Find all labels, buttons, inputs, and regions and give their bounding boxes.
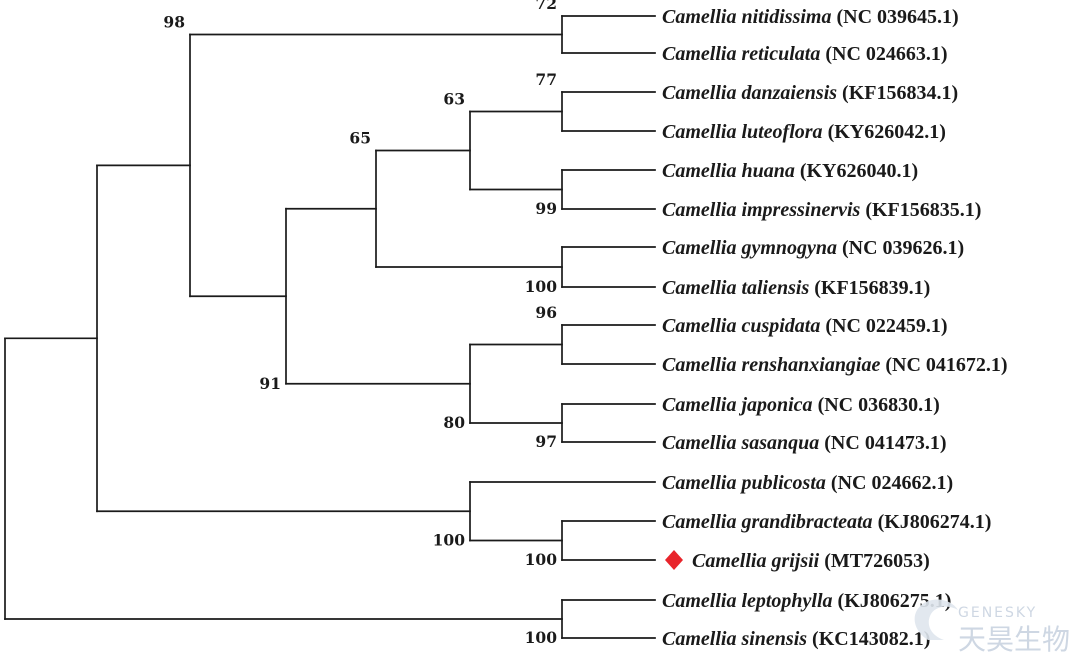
accession-number: (NC 039626.1) <box>837 237 964 259</box>
species-name: Camellia gymnogyna <box>662 237 837 259</box>
bootstrap-upper-clade: 98 <box>163 13 185 32</box>
bootstrap-publicosta-grijsii-group: 100 <box>433 531 466 550</box>
taxon-label: Camellia huana (KY626040.1) <box>662 160 918 182</box>
accession-number: (KY626040.1) <box>795 160 918 182</box>
bootstrap-leptophylla-sinensis: 100 <box>525 628 558 647</box>
tree-branches <box>4 15 656 639</box>
bootstrap-inner-clade: 91 <box>259 374 281 393</box>
taxon-label: Camellia gymnogyna (NC 039626.1) <box>662 237 964 259</box>
accession-number: (NC 041473.1) <box>819 432 946 454</box>
taxon-label: Camellia reticulata (NC 024663.1) <box>662 43 948 65</box>
taxon-label: Camellia leptophylla (KJ806275.1) <box>662 590 951 612</box>
taxon-label: Camellia cuspidata (NC 022459.1) <box>662 315 948 337</box>
species-name: Camellia grijsii <box>692 550 820 572</box>
taxon-label: Camellia taliensis (KF156839.1) <box>662 277 930 299</box>
highlight-diamond-icon <box>665 550 683 570</box>
taxon-labels: Camellia nitidissima (NC 039645.1)Camell… <box>662 6 1008 650</box>
accession-number: (NC 036830.1) <box>813 394 940 416</box>
bootstrap-grandibracteata-grijsii: 100 <box>525 550 558 569</box>
taxon-label: Camellia nitidissima (NC 039645.1) <box>662 6 959 28</box>
taxon-label: Camellia sasanqua (NC 041473.1) <box>662 432 946 454</box>
taxon-label: Camellia grijsii (MT726053) <box>692 550 930 572</box>
taxon-label: Camellia japonica (NC 036830.1) <box>662 394 940 416</box>
accession-number: (NC 024662.1) <box>826 472 953 494</box>
taxon-label: Camellia grandibracteata (KJ806274.1) <box>662 511 991 533</box>
bootstrap-japonica-sasanqua: 97 <box>535 432 557 451</box>
species-name: Camellia cuspidata <box>662 315 820 337</box>
species-name: Camellia sinensis <box>662 628 807 650</box>
taxon-label: Camellia sinensis (KC143082.1) <box>662 628 930 650</box>
accession-number: (NC 024663.1) <box>820 43 947 65</box>
accession-number: (KF156835.1) <box>860 199 981 221</box>
species-name: Camellia publicosta <box>662 472 826 494</box>
species-name: Camellia reticulata <box>662 43 820 65</box>
bootstrap-values: 72 77 99 63 100 65 96 97 80 91 98 100 100 100 <box>163 0 557 647</box>
accession-number: (KF156839.1) <box>809 277 930 299</box>
bootstrap-danzaiensis-luteoflora: 77 <box>535 70 557 89</box>
species-name: Camellia leptophylla <box>662 590 833 612</box>
species-name: Camellia huana <box>662 160 795 182</box>
accession-number: (NC 041672.1) <box>880 354 1007 376</box>
species-name: Camellia grandibracteata <box>662 511 873 533</box>
taxon-label: Camellia renshanxiangiae (NC 041672.1) <box>662 354 1008 376</box>
bootstrap-gymnogyna-taliensis: 100 <box>525 277 558 296</box>
taxon-label: Camellia impressinervis (KF156835.1) <box>662 199 981 221</box>
watermark-brand-en: GENESKY <box>958 605 1037 621</box>
taxon-label: Camellia publicosta (NC 024662.1) <box>662 472 953 494</box>
accession-number: (NC 022459.1) <box>820 315 947 337</box>
bootstrap-huana-impressinervis: 99 <box>535 199 557 218</box>
bootstrap-cuspidata-renshan: 96 <box>535 303 557 322</box>
species-name: Camellia renshanxiangiae <box>662 354 880 376</box>
company-watermark: GENESKY 天昊生物 <box>914 599 1070 656</box>
bootstrap-nitidissima-reticulata: 72 <box>535 0 557 13</box>
accession-number: (KY626042.1) <box>823 121 946 143</box>
bootstrap-cuspidata-sasanqua-group: 80 <box>443 413 465 432</box>
accession-number: (KC143082.1) <box>807 628 930 650</box>
taxon-label: Camellia danzaiensis (KF156834.1) <box>662 82 958 104</box>
accession-number: (KF156834.1) <box>837 82 958 104</box>
species-name: Camellia sasanqua <box>662 432 819 454</box>
watermark-brand-cn: 天昊生物 <box>958 623 1070 656</box>
accession-number: (NC 039645.1) <box>831 6 958 28</box>
bootstrap-huana-taliensis-group: 65 <box>349 129 371 148</box>
species-name: Camellia nitidissima <box>662 6 831 28</box>
accession-number: (MT726053) <box>819 550 930 572</box>
species-name: Camellia impressinervis <box>662 199 861 221</box>
species-name: Camellia japonica <box>662 394 813 416</box>
species-name: Camellia taliensis <box>662 277 809 299</box>
species-name: Camellia luteoflora <box>662 121 823 143</box>
taxon-label: Camellia luteoflora (KY626042.1) <box>662 121 946 143</box>
species-name: Camellia danzaiensis <box>662 82 837 104</box>
bootstrap-luteo-huana-group: 63 <box>443 90 465 109</box>
accession-number: (KJ806274.1) <box>873 511 992 533</box>
watermark-logo-icon <box>914 599 958 640</box>
